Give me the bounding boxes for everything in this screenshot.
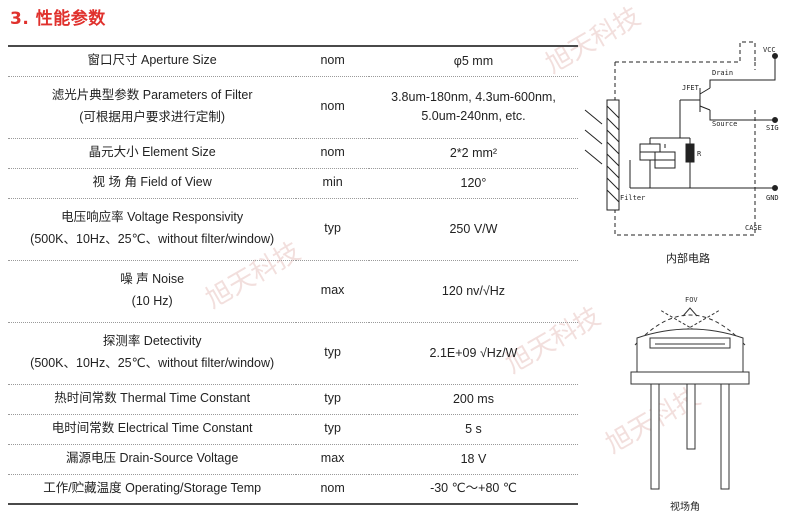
spec-row: 漏源电压 Drain-Source Voltage max 18 V (8, 444, 578, 474)
value-cell: 5 s (369, 414, 578, 444)
parameter-label: (可根据用户要求进行定制) (79, 110, 226, 124)
parameter-label: 电时间常数 Electrical Time Constant (51, 421, 253, 436)
condition-cell: min (322, 175, 343, 190)
value-label: 3.8um-180nm, 4.3um-600nm, (391, 90, 556, 105)
spec-row: 电压响应率 Voltage Responsivity (500K、10Hz、25℃… (8, 198, 578, 260)
parameter-cell: 视 场 角 Field of View (8, 168, 296, 198)
condition-cell: nom (320, 99, 345, 114)
condition-cell: typ (324, 421, 341, 436)
parameter-label: (500K、10Hz、25℃、without filter/window) (30, 232, 275, 246)
condition-cell: typ (324, 345, 341, 360)
spec-row: 噪 声 Noise (10 Hz) max 120 nv/√Hz (8, 260, 578, 322)
gnd-label: GND (766, 194, 779, 202)
value-cell: φ5 mm (369, 46, 578, 76)
condition-cell: typ (324, 221, 341, 236)
parameter-label: 视 场 角 Field of View (92, 175, 212, 190)
parameter-cell: 电压响应率 Voltage Responsivity (500K、10Hz、25℃… (8, 198, 296, 260)
value-label: 120° (460, 175, 487, 190)
value-label: φ5 mm (453, 53, 494, 68)
parameter-cell: 窗口尺寸 Aperture Size (8, 46, 296, 76)
value-label: 18 V (460, 451, 487, 466)
value-cell: 120 nv/√Hz (369, 260, 578, 322)
value-label: 250 V/W (449, 221, 498, 236)
value-cell: 18 V (369, 444, 578, 474)
parameter-label: (500K、10Hz、25℃、without filter/window) (30, 356, 275, 370)
parameter-label: 晶元大小 Element Size (88, 145, 216, 160)
jfet-label: JFET (682, 84, 700, 92)
fov-diagram: FOV (630, 296, 750, 490)
value-cell: 2.1E+09 √Hz/W (369, 322, 578, 384)
sig-label: SIG (766, 124, 779, 132)
resistor-label: R (697, 150, 702, 158)
case-outline-top (615, 41, 756, 63)
spec-table: 窗口尺寸 Aperture Size nom φ5 mm 滤光片典型参数 Parame… (8, 45, 578, 505)
case-label: CASE (745, 224, 762, 232)
parameter-label: 电压响应率 Voltage Responsivity (61, 210, 244, 225)
value-cell: 200 ms (369, 384, 578, 414)
section-heading: 3. 性能参数 (10, 9, 106, 29)
value-label: 5.0um-240nm, etc. (421, 109, 526, 123)
spec-row: 晶元大小 Element Size nom 2*2 mm² (8, 138, 578, 168)
internal-circuit-diagram: VCC Drain JFET Source SIG R Filter GND C… (584, 41, 779, 236)
spec-row: 探测率 Detectivity (500K、10Hz、25℃、without fi… (8, 322, 578, 384)
value-cell: 120° (369, 168, 578, 198)
value-label: 120 nv/√Hz (441, 283, 506, 298)
circuit-caption: 内部电路 (666, 252, 710, 265)
vcc-wire (709, 58, 776, 88)
vcc-label: VCC (763, 46, 776, 54)
parameter-label: (10 Hz) (131, 294, 173, 308)
value-cell: -30 ℃～+80 ℃ (369, 474, 578, 504)
parameter-label: 热时间常数 Thermal Time Constant (54, 391, 251, 406)
filter-label: Filter (620, 194, 645, 202)
parameter-label: 漏源电压 Drain-Source Voltage (66, 451, 239, 466)
condition-cell: max (320, 451, 345, 466)
value-label: 200 ms (452, 391, 494, 406)
spec-row: 窗口尺寸 Aperture Size nom φ5 mm (8, 46, 578, 76)
parameter-label: 探测率 Detectivity (102, 334, 202, 349)
parameter-label: 滤光片典型参数 Parameters of Filter (51, 88, 253, 103)
condition-cell: max (320, 283, 345, 298)
value-label: -30 ℃～+80 ℃ (430, 481, 517, 496)
value-label: 2*2 mm² (449, 145, 498, 160)
parameter-label: 工作/贮藏温度 Operating/Storage Temp (43, 480, 262, 495)
parameter-cell: 热时间常数 Thermal Time Constant (8, 384, 296, 414)
fov-label: FOV (685, 296, 698, 304)
parameter-cell: 噪 声 Noise (10 Hz) (8, 260, 296, 322)
spec-row: 热时间常数 Thermal Time Constant typ 200 ms (8, 384, 578, 414)
fov-caption: 视场角 (670, 502, 700, 513)
value-cell: 250 V/W (369, 198, 578, 260)
source-label: Source (712, 120, 737, 128)
spec-row: 视 场 角 Field of View min 120° (8, 168, 578, 198)
parameter-cell: 漏源电压 Drain-Source Voltage (8, 444, 296, 474)
condition-cell: nom (320, 53, 345, 68)
parameter-label: 噪 声 Noise (120, 272, 185, 287)
spec-row: 电时间常数 Electrical Time Constant typ 5 s (8, 414, 578, 444)
value-label: 2.1E+09 √Hz/W (429, 345, 518, 360)
drain-label: Drain (712, 69, 733, 77)
condition-cell: nom (320, 145, 345, 160)
condition-cell: nom (320, 480, 345, 495)
value-cell: 2*2 mm² (369, 138, 578, 168)
condition-cell: typ (324, 391, 341, 406)
value-label: 5 s (465, 421, 482, 436)
parameter-cell: 滤光片典型参数 Parameters of Filter (可根据用户要求进行定制… (8, 76, 296, 138)
parameter-cell: 探测率 Detectivity (500K、10Hz、25℃、without fi… (8, 322, 296, 384)
parameter-cell: 工作/贮藏温度 Operating/Storage Temp (8, 474, 296, 504)
sig-wire (709, 110, 775, 121)
parameter-label: 窗口尺寸 Aperture Size (87, 53, 217, 68)
parameter-cell: 电时间常数 Electrical Time Constant (8, 414, 296, 444)
spec-row: 工作/贮藏温度 Operating/Storage Temp nom -30 ℃～+… (8, 474, 578, 504)
parameter-cell: 晶元大小 Element Size (8, 138, 296, 168)
spec-row: 滤光片典型参数 Parameters of Filter (可根据用户要求进行定制… (8, 76, 578, 138)
value-cell: 3.8um-180nm, 4.3um-600nm, 5.0um-240nm, et… (369, 76, 578, 138)
